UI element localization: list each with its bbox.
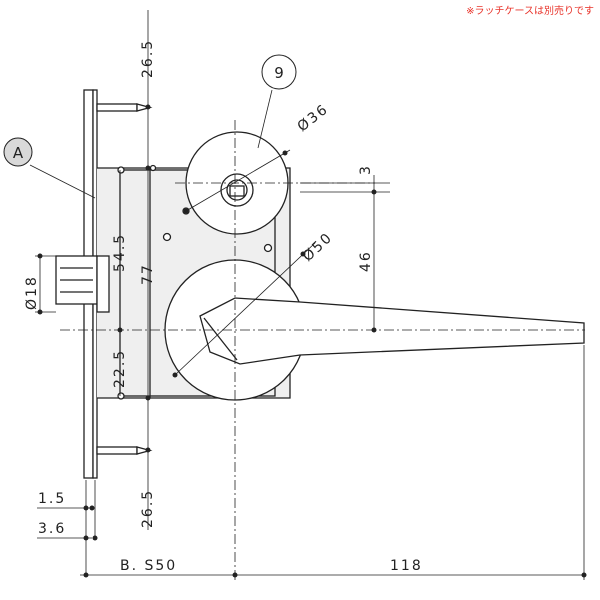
- dim-bs50: B. S50: [120, 558, 177, 574]
- callout-a-label: A: [13, 144, 24, 162]
- dim-1-5: 1.5: [38, 491, 66, 507]
- dim-118: 118: [390, 558, 423, 574]
- top-screw: [96, 103, 153, 112]
- dimension-dots: [37, 104, 587, 578]
- dim-22-5: 22.5: [112, 349, 128, 388]
- callout-a-bubble: [3, 137, 33, 167]
- dim-phi50: Ø50: [300, 229, 336, 264]
- case-hole: [117, 166, 125, 174]
- separate-sale-note: ※ラッチケースは別売りです: [466, 6, 594, 17]
- dim-54-5: 54.5: [112, 233, 128, 272]
- dim-3: 3: [358, 164, 374, 175]
- dimension-lines: [29, 10, 585, 580]
- lever-handle-ridge: [203, 317, 238, 361]
- latch-bolt: [55, 255, 110, 313]
- dim-77: 77: [140, 263, 156, 285]
- dim-top-26-5: 26.5: [140, 39, 156, 78]
- case-hole: [117, 392, 125, 400]
- key-slot: [229, 185, 245, 197]
- bottom-screw: [96, 446, 153, 455]
- dim-phi18: Ø18: [24, 275, 40, 310]
- case-hole: [162, 232, 172, 242]
- dim-3-6: 3.6: [38, 521, 66, 537]
- lever-handle: [199, 297, 585, 365]
- case-hole: [149, 164, 157, 172]
- drawing-lines: [55, 89, 585, 479]
- dim-bottom-26-5: 26.5: [140, 489, 156, 528]
- dim-46: 46: [358, 250, 374, 272]
- case-hole: [263, 243, 273, 253]
- callout-9-bubble: [261, 54, 297, 90]
- callout-9-label: 9: [274, 64, 284, 82]
- dim-phi36: Ø36: [295, 101, 332, 135]
